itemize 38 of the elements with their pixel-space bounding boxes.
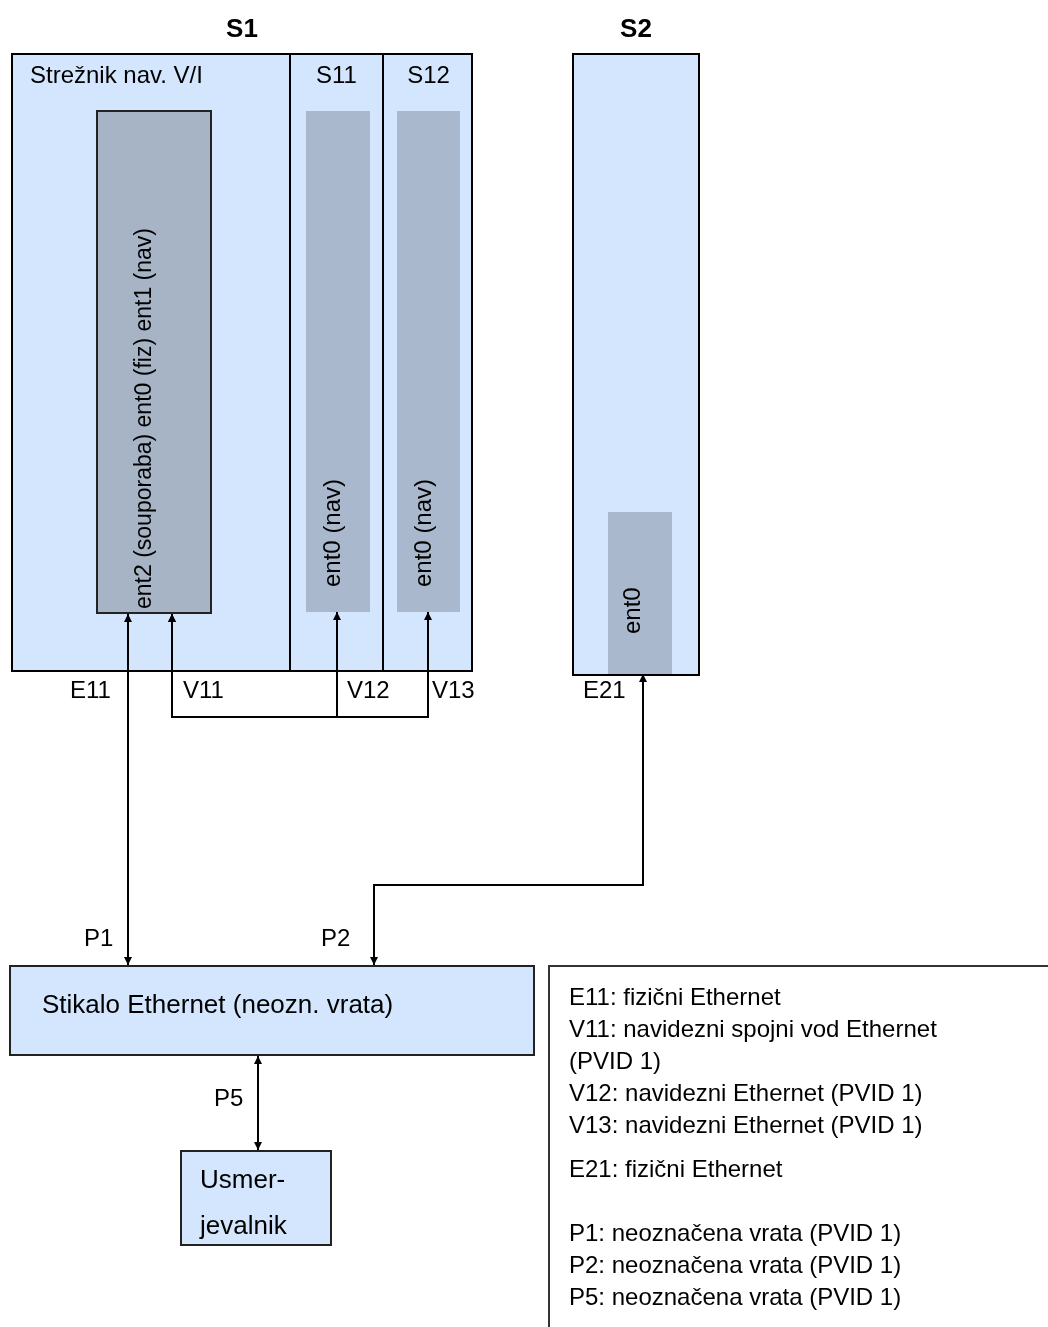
key-entry: V12: navidezni Ethernet (PVID 1)	[569, 1078, 924, 1108]
adapter-box	[608, 512, 672, 674]
port-label: V11	[183, 676, 224, 704]
port-label: V13	[432, 676, 475, 704]
key-entry: E21: fizični Ethernet	[569, 1154, 784, 1184]
adapter-box	[397, 111, 460, 612]
port-label: P2	[321, 924, 351, 952]
partition-title: S11	[315, 60, 358, 90]
server-title: S1	[225, 12, 259, 45]
router-box	[180, 1150, 332, 1246]
arrow	[254, 1055, 262, 1151]
port-label: E21	[583, 676, 626, 704]
arrow	[370, 673, 647, 966]
port-label: V12	[347, 676, 390, 704]
router-label: Usmer- jevalnik	[200, 1163, 288, 1242]
key-entry: P2: neoznačena vrata (PVID 1)	[569, 1250, 903, 1280]
port-label: E11	[70, 676, 111, 704]
partition-title: S12	[406, 60, 451, 90]
partition-title: Strežnik nav. V/I	[30, 60, 203, 90]
key-entry: V13: navidezni Ethernet (PVID 1)	[569, 1110, 924, 1140]
adapter-label: ent0 (nav)	[320, 478, 344, 587]
server-title: S2	[619, 12, 653, 45]
key-panel	[548, 965, 1048, 1327]
port-label: P5	[214, 1084, 244, 1112]
key-entry: P5: neoznačena vrata (PVID 1)	[569, 1282, 903, 1312]
adapter-label: ent2 (souporaba) ent0 (fiz) ent1 (nav)	[132, 228, 155, 609]
key-entry: V11: navidezni spojni vod Ethernet (PVID 1)	[569, 1014, 938, 1076]
adapter-box	[96, 110, 212, 614]
key-entry: P1: neoznačena vrata (PVID 1)	[569, 1218, 903, 1248]
key-entry: E11: fizični Ethernet	[569, 982, 782, 1012]
switch-box	[9, 965, 535, 1056]
arrow	[124, 613, 132, 966]
port-label: P1	[84, 924, 114, 952]
adapter-box	[306, 111, 370, 612]
adapter-label: ent0	[620, 587, 644, 634]
arrow	[168, 611, 432, 718]
adapter-label: ent0 (nav)	[411, 478, 435, 587]
switch-label: Stikalo Ethernet (neozn. vrata)	[42, 988, 394, 1021]
